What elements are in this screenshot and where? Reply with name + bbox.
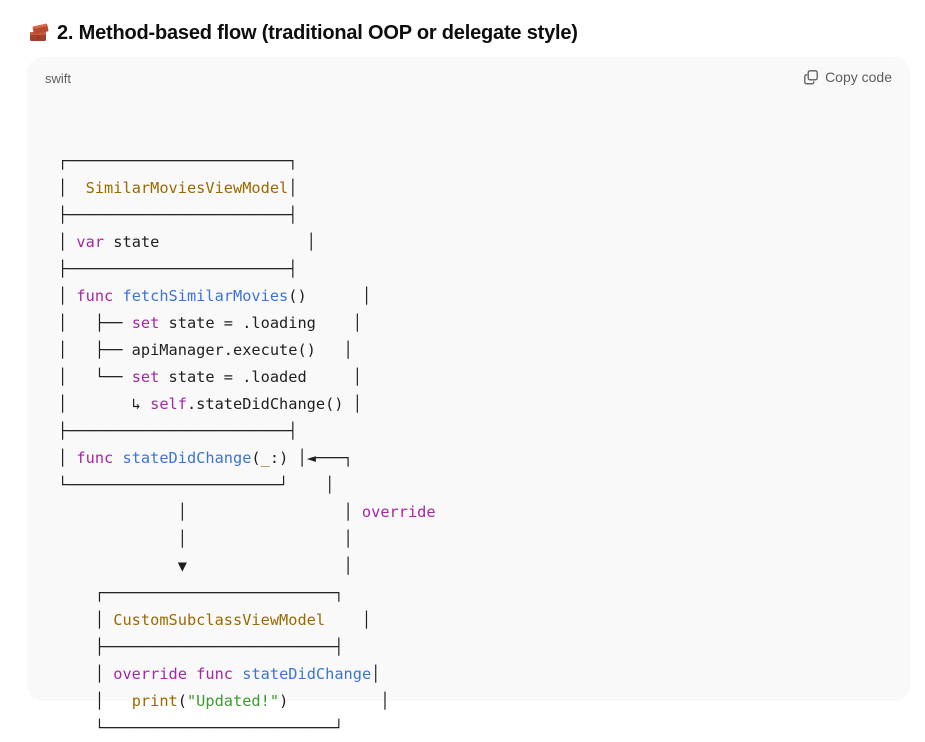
code-token: func (76, 449, 114, 467)
code-token (233, 665, 242, 683)
code-token: func (196, 665, 234, 683)
code-token: state │ (104, 233, 316, 251)
code-token: │ (325, 611, 372, 629)
code-token: override (361, 503, 436, 521)
code-token: print (131, 692, 178, 710)
code-line: └─────────────────────────┘ (58, 715, 436, 742)
code-token: ( (177, 692, 187, 710)
code-line: │ var state │ (58, 229, 436, 256)
code-token: func (76, 287, 114, 305)
code-token: │ └── (58, 368, 132, 386)
code-line: │ SimilarMoviesViewModel│ (58, 175, 436, 202)
code-token: override (113, 665, 187, 683)
code-token: │ (58, 611, 114, 629)
code-token: ├────────────────────────┤ (58, 260, 298, 278)
code-token: :) │◄───┐ (269, 449, 353, 467)
code-token: ▼ │ (58, 557, 353, 575)
code-token: self (150, 395, 187, 413)
code-token: .stateDidChange() │ (186, 395, 362, 413)
code-block: swift Copy code ┌───────────────────────… (27, 57, 910, 737)
code-line: └───────────────────────┘ │ (58, 472, 436, 499)
code-line: │ │ override (58, 499, 436, 526)
code-token: │ (58, 449, 77, 467)
code-token: stateDidChange (122, 449, 252, 467)
code-token: │ (288, 179, 298, 197)
copy-code-label: Copy code (825, 69, 892, 85)
code-token: ├─────────────────────────┤ (58, 638, 344, 656)
code-token: │ (58, 692, 132, 710)
section-title: 2. Method-based flow (traditional OOP or… (57, 21, 578, 44)
code-token: CustomSubclassViewModel (113, 611, 326, 629)
code-token: ( (251, 449, 261, 467)
bricks-icon (27, 21, 51, 45)
code-token: │ ├── apiManager.execute() │ (58, 341, 353, 359)
code-token: │ (58, 233, 77, 251)
code-token: │ (58, 665, 114, 683)
code-line: ├────────────────────────┤ (58, 418, 436, 445)
code-line: │ func fetchSimilarMovies() │ (58, 283, 436, 310)
code-token: "Updated!" (186, 692, 280, 710)
code-token (187, 665, 196, 683)
code-token: ┌─────────────────────────┐ (58, 584, 344, 602)
code-token: state = .loading │ (159, 314, 362, 332)
code-token: │ (58, 287, 77, 305)
code-line: │ ├── apiManager.execute() │ (58, 337, 436, 364)
code-token: │ │ (58, 530, 353, 548)
code-token: SimilarMoviesViewModel (85, 179, 289, 197)
code-token: stateDidChange (242, 665, 372, 683)
code-line (58, 121, 436, 148)
code-line: │ override func stateDidChange│ (58, 661, 436, 688)
code-token: ┌────────────────────────┐ (58, 152, 298, 170)
code-language-label: swift (45, 71, 71, 86)
code-token: │ (58, 179, 86, 197)
code-line: ▼ │ (58, 553, 436, 580)
code-token: fetchSimilarMovies (122, 287, 289, 305)
section-heading: 2. Method-based flow (traditional OOP or… (27, 18, 578, 48)
code-token: │ ↳ (58, 395, 151, 413)
code-token: │ │ (58, 503, 362, 521)
code-line: ├────────────────────────┤ (58, 256, 436, 283)
code-line: │ func stateDidChange(_:) │◄───┐ (58, 445, 436, 472)
code-token: set (131, 314, 160, 332)
copy-code-button[interactable]: Copy code (803, 69, 892, 85)
code-token: │ (371, 665, 381, 683)
code-line: ├────────────────────────┤ (58, 202, 436, 229)
code-token: var (76, 233, 105, 251)
code-line: ├─────────────────────────┤ (58, 634, 436, 661)
code-token: set (131, 368, 160, 386)
code-line: ┌─────────────────────────┐ (58, 580, 436, 607)
code-token: ├────────────────────────┤ (58, 206, 298, 224)
code-line: │ print("Updated!") │ (58, 688, 436, 715)
code-token: () │ (288, 287, 372, 305)
code-line: ┌────────────────────────┐ (58, 148, 436, 175)
code-line: │ └── set state = .loaded │ (58, 364, 436, 391)
code-token: state = .loaded │ (159, 368, 362, 386)
code-token: _ (260, 449, 270, 467)
code-content: ┌────────────────────────┐ │ SimilarMovie… (58, 121, 436, 742)
copy-icon (804, 70, 818, 85)
code-token: │ ├── (58, 314, 132, 332)
code-line: │ CustomSubclassViewModel │ (58, 607, 436, 634)
code-token: └───────────────────────┘ │ (58, 476, 335, 494)
code-token: └─────────────────────────┘ (58, 719, 344, 737)
code-token: ├────────────────────────┤ (58, 422, 298, 440)
code-token: ) │ (279, 692, 390, 710)
code-line: │ │ (58, 526, 436, 553)
code-line: │ ├── set state = .loading │ (58, 310, 436, 337)
code-line: │ ↳ self.stateDidChange() │ (58, 391, 436, 418)
